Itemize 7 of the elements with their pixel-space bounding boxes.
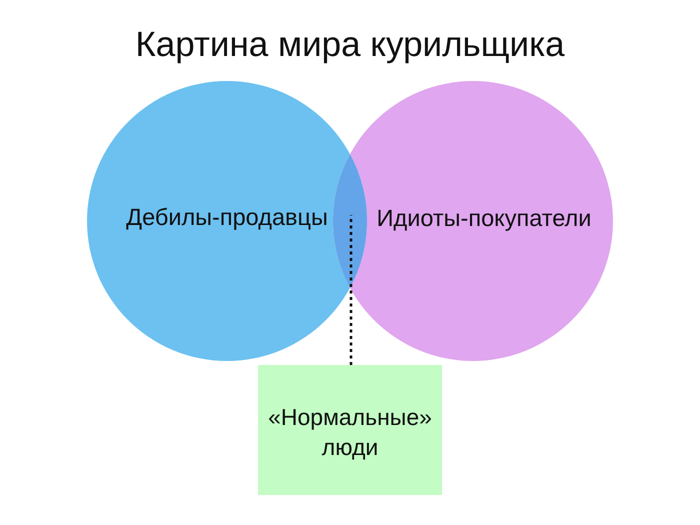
circle-label: Идиоты-покупатели <box>376 204 592 232</box>
circle-label: Дебилы-продавцы <box>126 202 328 232</box>
box-label: «Нормальные» люди <box>267 403 433 462</box>
diagram-title: Картина мира курильщика <box>135 25 565 65</box>
leader-line <box>350 215 352 365</box>
callout-box <box>258 365 442 495</box>
overlap-area <box>333 154 367 288</box>
